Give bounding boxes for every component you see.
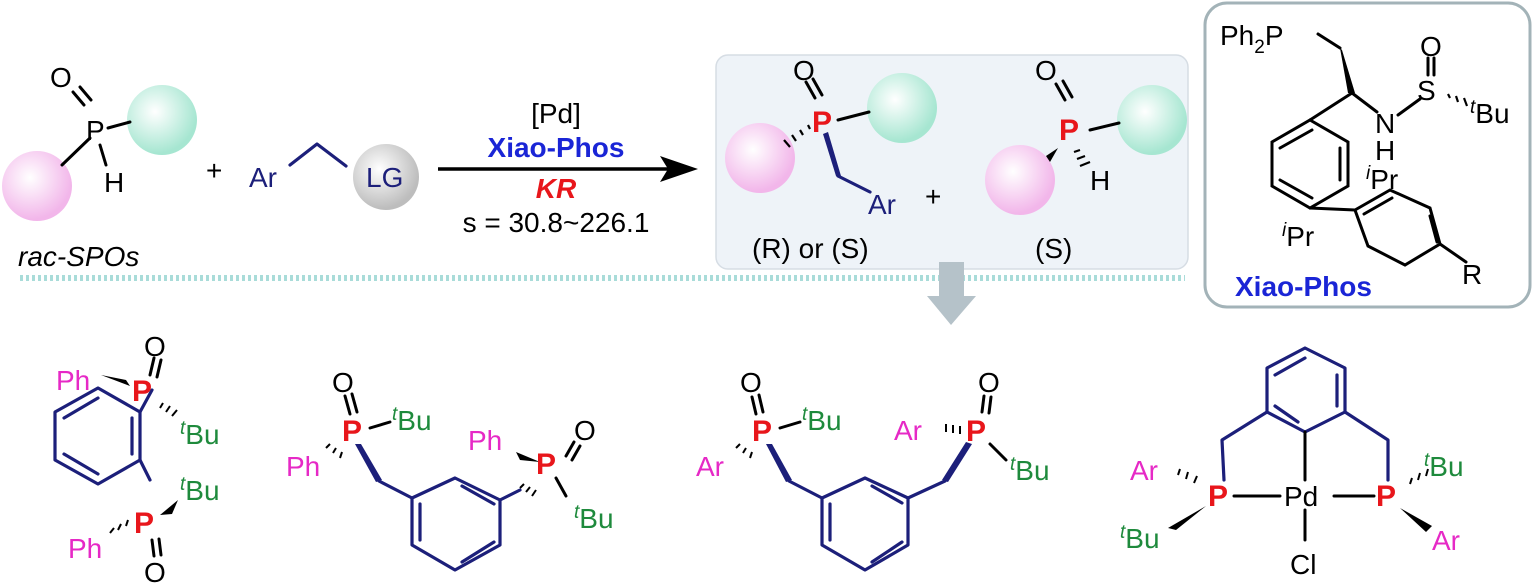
product-1: O P Ar (R) or (S) <box>725 55 937 264</box>
pd-p-1: P <box>1208 480 1228 513</box>
plus-sign-2: + <box>925 181 941 212</box>
m1-ph-1: Ph <box>286 451 320 482</box>
m1-ph-2: Ph <box>468 425 502 456</box>
m1-o-2: O <box>574 415 596 446</box>
xiao-phos-structure: Ph2P N H S O tBu iPr iPr R Xiao-Phos <box>1220 20 1510 302</box>
o-o-bot: O <box>144 557 166 588</box>
lig-name: Xiao-Phos <box>1235 271 1372 302</box>
o-p-bot: P <box>134 507 154 540</box>
selectivity-label: s = 30.8~226.1 <box>463 207 650 238</box>
product-pincer-pd: P Pd P Cl Ar tBu tBu Ar <box>1120 346 1464 580</box>
atom-p: P <box>86 115 105 146</box>
pd-p-2: P <box>1376 480 1396 513</box>
o-p-top: P <box>132 375 152 408</box>
pd-tbu-1: tBu <box>1120 522 1160 554</box>
m2-p-1: P <box>752 415 772 448</box>
m2-ar-1: Ar <box>696 451 724 482</box>
o-ph-top: Ph <box>56 365 90 396</box>
o-tbu-bot: tBu <box>180 474 220 506</box>
reaction-arrow <box>438 156 698 182</box>
o-tbu-top: tBu <box>180 418 220 450</box>
p2-atom-p: P <box>1059 114 1079 147</box>
reagent-lg: LG <box>366 162 403 193</box>
ligand-label: Xiao-Phos <box>488 132 625 163</box>
product1-config: (R) or (S) <box>752 233 869 264</box>
product-bis-po-meta-1: O P tBu Ph Ph P O tBu <box>286 367 614 572</box>
m1-o-1: O <box>332 367 354 398</box>
p1-atom-o: O <box>793 55 815 86</box>
m2-o-2: O <box>978 367 1000 398</box>
m1-tbu-2: tBu <box>574 502 614 534</box>
lig-o: O <box>1420 31 1442 62</box>
reactant-label: rac-SPOs <box>18 241 139 272</box>
m1-p-1: P <box>342 415 362 448</box>
lig-n: N <box>1375 108 1395 139</box>
m1-p-2: P <box>536 448 556 481</box>
down-arrow <box>927 262 976 325</box>
p2-atom-h: H <box>1090 165 1110 196</box>
plus-sign: + <box>206 155 222 186</box>
lig-ipr-1: iPr <box>1366 163 1398 195</box>
product-bis-po-ortho: Ph P O tBu P tBu Ph O <box>53 331 220 588</box>
m1-tbu-1: tBu <box>392 404 432 436</box>
pd-ar-2: Ar <box>1432 525 1460 556</box>
lig-h: H <box>1375 135 1395 166</box>
product-2: O P H (S) <box>985 55 1187 264</box>
o-ph-bot: Ph <box>68 533 102 564</box>
m2-tbu-2: tBu <box>1010 454 1050 486</box>
atom-h: H <box>104 167 124 198</box>
ligand-box <box>1203 1 1532 309</box>
m2-ar-2: Ar <box>894 415 922 446</box>
lig-s: S <box>1417 75 1436 106</box>
p1-atom-p: P <box>812 106 832 139</box>
p2-atom-o: O <box>1035 55 1057 86</box>
pd-tbu-2: tBu <box>1424 450 1464 482</box>
m2-tbu-1: tBu <box>802 404 842 436</box>
rac-spo-reactant: O P H rac-SPOs <box>2 62 197 272</box>
product-bis-po-meta-2: O P tBu Ar P O Ar tBu <box>696 367 1050 572</box>
grey-sphere <box>353 144 419 210</box>
lig-ipr-2: iPr <box>1282 220 1314 252</box>
pd-metal: Pd <box>1284 481 1318 512</box>
m2-o-1: O <box>740 367 762 398</box>
pd-ar-1: Ar <box>1130 455 1158 486</box>
m2-p-2: P <box>966 415 986 448</box>
atom-o: O <box>50 62 72 93</box>
pd-cl: Cl <box>1290 549 1316 580</box>
p1-ar: Ar <box>868 189 896 220</box>
o-o-top: O <box>144 331 166 362</box>
benzyl-reagent: Ar LG <box>249 142 419 210</box>
catalyst-label: [Pd] <box>531 98 581 129</box>
pink-sphere <box>2 151 72 221</box>
product2-config: (S) <box>1035 233 1072 264</box>
method-label: KR <box>536 173 577 204</box>
lig-r: R <box>1462 259 1482 290</box>
lig-tbu: tBu <box>1470 97 1510 129</box>
green-sphere <box>127 85 197 155</box>
reagent-ar: Ar <box>249 162 277 193</box>
